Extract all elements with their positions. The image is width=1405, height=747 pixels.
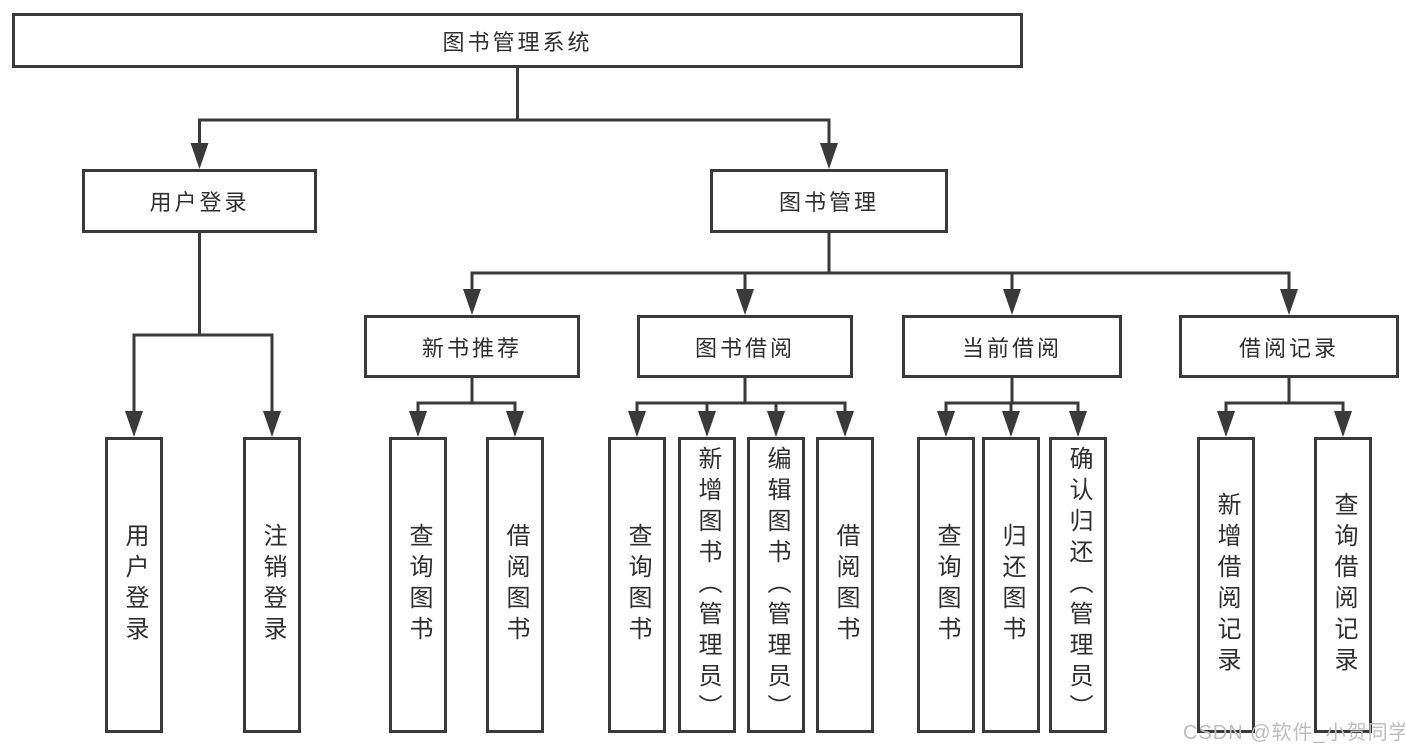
node-new-book-recommend-label: 新书推荐 xyxy=(421,335,522,361)
leaf-records-add-record: 新增借阅记录 xyxy=(1197,437,1255,733)
node-book-borrow-label: 图书借阅 xyxy=(694,335,795,361)
leaf-newbook-query-books-label: 查询图书 xyxy=(405,523,432,647)
leaf-borrow-add-books-admin-label: 新增图书（管理员） xyxy=(694,445,721,725)
leaf-records-query-record-label: 查询借阅记录 xyxy=(1330,492,1357,678)
leaf-logout-label: 注销登录 xyxy=(259,523,286,647)
leaf-borrow-query-books-label: 查询图书 xyxy=(624,523,651,647)
leaf-logout: 注销登录 xyxy=(243,437,301,733)
leaf-current-return-books-label: 归还图书 xyxy=(998,523,1025,647)
node-book-management: 图书管理 xyxy=(710,169,948,233)
leaf-current-query-books: 查询图书 xyxy=(917,437,975,733)
leaf-newbook-borrow-books: 借阅图书 xyxy=(486,437,544,733)
node-new-book-recommend: 新书推荐 xyxy=(364,315,580,378)
node-current-borrow: 当前借阅 xyxy=(902,315,1122,378)
leaf-borrow-borrow-books-label: 借阅图书 xyxy=(832,523,859,647)
node-borrow-records: 借阅记录 xyxy=(1179,315,1399,378)
leaf-borrow-query-books: 查询图书 xyxy=(608,437,666,733)
leaf-records-query-record: 查询借阅记录 xyxy=(1314,437,1372,733)
csdn-watermark: CSDN @软件_小贺同学 xyxy=(1183,722,1405,744)
leaf-user-login-label: 用户登录 xyxy=(121,523,148,647)
leaf-user-login: 用户登录 xyxy=(105,437,163,733)
leaf-current-return-books: 归还图书 xyxy=(982,437,1040,733)
leaf-borrow-borrow-books: 借阅图书 xyxy=(816,437,874,733)
node-root-system-label: 图书管理系统 xyxy=(442,29,593,55)
node-root-system: 图书管理系统 xyxy=(12,13,1023,68)
node-user-login: 用户登录 xyxy=(82,169,317,233)
leaf-current-confirm-return-admin: 确认归还（管理员） xyxy=(1049,437,1107,733)
leaf-current-confirm-return-admin-label: 确认归还（管理员） xyxy=(1065,445,1092,725)
node-book-management-label: 图书管理 xyxy=(778,190,879,215)
leaf-borrow-add-books-admin: 新增图书（管理员） xyxy=(678,437,736,733)
leaf-newbook-query-books: 查询图书 xyxy=(389,437,447,733)
leaf-borrow-edit-books-admin-label: 编辑图书（管理员） xyxy=(763,445,790,725)
leaf-current-query-books-label: 查询图书 xyxy=(933,523,960,647)
arrowhead-group xyxy=(125,143,1352,437)
node-borrow-records-label: 借阅记录 xyxy=(1238,335,1339,361)
node-current-borrow-label: 当前借阅 xyxy=(961,335,1062,361)
leaf-records-add-record-label: 新增借阅记录 xyxy=(1213,492,1240,678)
leaf-newbook-borrow-books-label: 借阅图书 xyxy=(502,523,529,647)
node-user-login-label: 用户登录 xyxy=(149,190,250,215)
node-book-borrow: 图书借阅 xyxy=(637,315,853,378)
leaf-borrow-edit-books-admin: 编辑图书（管理员） xyxy=(747,437,805,733)
